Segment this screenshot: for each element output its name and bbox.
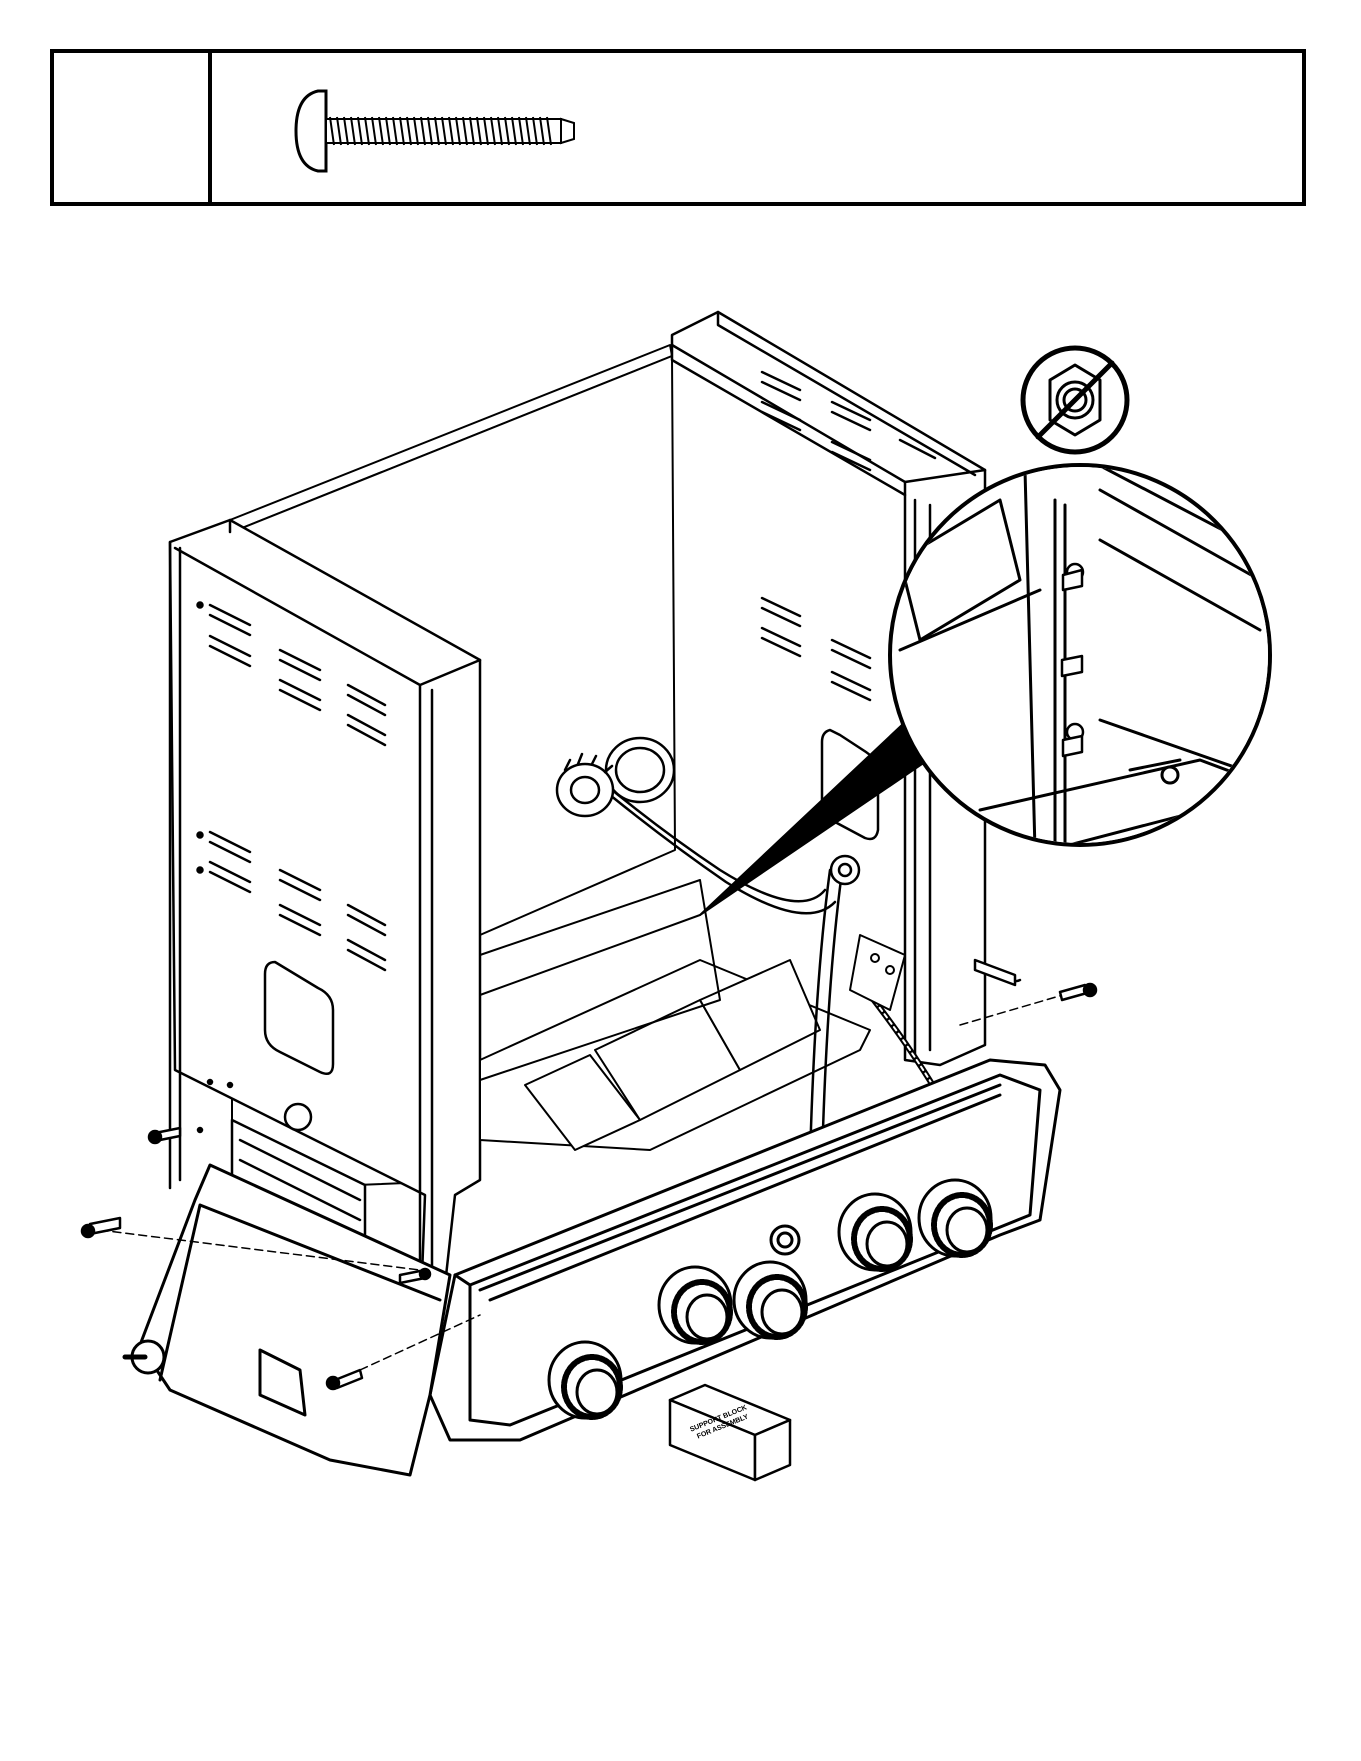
ignition-button — [771, 1226, 799, 1254]
detail-screw — [1062, 656, 1082, 676]
valve-bracket — [850, 935, 905, 1010]
screw — [149, 1128, 180, 1143]
control-knob — [549, 1342, 621, 1418]
no-nut-icon — [1023, 348, 1127, 452]
control-knob — [919, 1180, 991, 1256]
control-knob — [734, 1262, 806, 1338]
screw — [82, 1218, 120, 1237]
front-left-skirt — [125, 1165, 450, 1475]
control-knob — [839, 1194, 911, 1270]
control-knob — [659, 1267, 731, 1343]
screw — [1060, 984, 1096, 1000]
support-block: SUPPORT BLOCK FOR ASSEMBLY — [670, 1385, 790, 1480]
